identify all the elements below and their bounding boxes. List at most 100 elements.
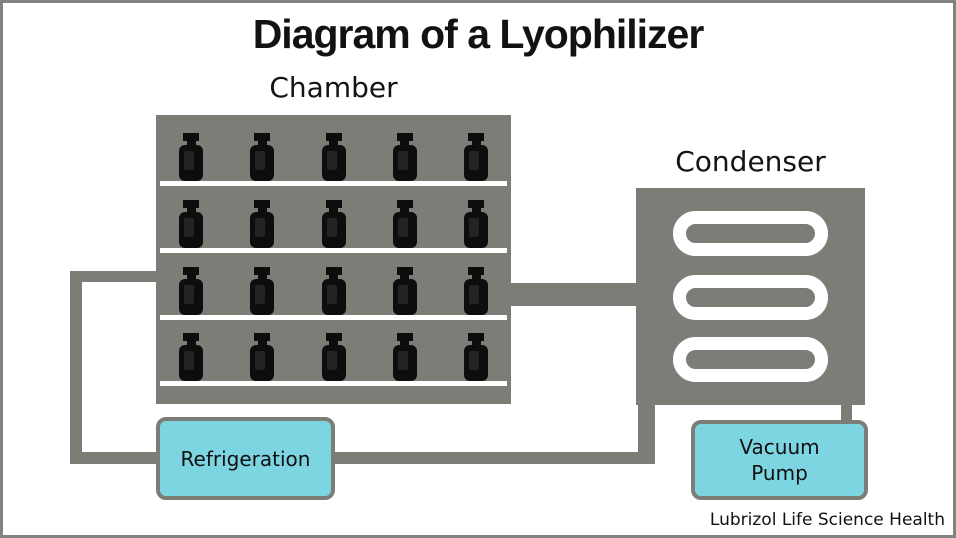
vial-body — [392, 212, 417, 248]
vial-neck — [257, 141, 267, 145]
vial-body — [392, 145, 417, 181]
vial-neck — [186, 341, 196, 345]
vial-body — [250, 279, 275, 315]
chamber-box — [156, 115, 511, 404]
condenser-coil-icon — [673, 275, 828, 320]
vial-cap — [254, 333, 271, 341]
vial-icon — [392, 133, 418, 181]
condenser-label: Condenser — [675, 145, 826, 178]
vial-neck — [471, 141, 481, 145]
vial-icon — [178, 333, 204, 381]
vial-neck — [471, 341, 481, 345]
refrigeration-box: Refrigeration — [156, 417, 335, 500]
vial-icon — [321, 267, 347, 315]
vial-body — [250, 212, 275, 248]
condenser-coil-icon — [673, 337, 828, 382]
vial-neck — [471, 208, 481, 212]
vial-cap — [468, 333, 484, 341]
vacuum-pump-label-line1: Vacuum — [739, 435, 820, 459]
vial-body — [464, 279, 488, 315]
vial-neck — [186, 208, 196, 212]
vial-icon — [178, 133, 204, 181]
vial-neck — [400, 275, 410, 279]
vial-body — [179, 145, 203, 181]
vial-icon — [249, 133, 275, 181]
vial-body — [321, 345, 346, 381]
vial-body — [250, 345, 275, 381]
vial-body — [179, 279, 203, 315]
vial-cap — [396, 133, 413, 141]
vial-cap — [183, 333, 199, 341]
pipe-left-loop-vertical — [70, 271, 82, 464]
refrigeration-label: Refrigeration — [180, 446, 311, 471]
vial-body — [250, 145, 275, 181]
vial-body — [392, 279, 417, 315]
vial-icon — [463, 333, 489, 381]
vial-body — [179, 212, 203, 248]
vial-cap — [325, 200, 342, 208]
vial-neck — [400, 208, 410, 212]
vial-cap — [468, 133, 484, 141]
chamber-shelf — [160, 315, 507, 320]
vial-cap — [325, 333, 342, 341]
vial-row — [178, 200, 489, 248]
vial-body — [321, 279, 346, 315]
vial-neck — [400, 141, 410, 145]
vial-icon — [321, 133, 347, 181]
vial-row — [178, 333, 489, 381]
vial-cap — [325, 267, 342, 275]
vial-icon — [392, 267, 418, 315]
vial-icon — [463, 200, 489, 248]
vial-icon — [463, 133, 489, 181]
pipe-condenser-to-vacuum-pump — [841, 401, 852, 426]
vial-cap — [183, 133, 199, 141]
vial-body — [321, 145, 346, 181]
pipe-condenser-left-down — [638, 401, 655, 464]
vial-neck — [329, 141, 338, 145]
vial-neck — [329, 341, 338, 345]
vial-cap — [396, 267, 413, 275]
chamber-shelf — [160, 248, 507, 253]
vial-cap — [183, 267, 199, 275]
vial-body — [464, 345, 488, 381]
vial-body — [464, 145, 488, 181]
vial-neck — [186, 141, 196, 145]
vial-neck — [186, 275, 196, 279]
page-title: Diagram of a Lyophilizer — [252, 11, 705, 57]
vial-body — [179, 345, 203, 381]
vial-cap — [396, 333, 413, 341]
vial-cap — [468, 200, 484, 208]
vial-icon — [178, 200, 204, 248]
vacuum-pump-label-line2: Pump — [751, 461, 808, 485]
vial-body — [321, 212, 346, 248]
vial-icon — [321, 333, 347, 381]
vial-body — [464, 212, 488, 248]
vial-icon — [392, 200, 418, 248]
vial-icon — [249, 200, 275, 248]
vial-cap — [325, 133, 342, 141]
vial-neck — [257, 275, 267, 279]
vial-cap — [183, 200, 199, 208]
vacuum-pump-box: Vacuum Pump — [691, 420, 868, 500]
vial-neck — [257, 341, 267, 345]
vial-row — [178, 267, 489, 315]
condenser-box — [636, 188, 865, 405]
vial-neck — [329, 208, 338, 212]
pipe-left-loop-top — [70, 271, 162, 282]
vial-icon — [249, 267, 275, 315]
chamber-shelf — [160, 381, 507, 386]
pipe-chamber-to-condenser — [503, 283, 643, 306]
vial-cap — [254, 200, 271, 208]
brand-text: Lubrizol Life Science Health — [709, 510, 945, 530]
vial-body — [392, 345, 417, 381]
condenser-coil-icon — [673, 211, 828, 256]
vial-neck — [257, 208, 267, 212]
vial-cap — [254, 133, 271, 141]
vial-icon — [463, 267, 489, 315]
chamber-label: Chamber — [269, 71, 398, 104]
vial-neck — [471, 275, 481, 279]
vial-icon — [249, 333, 275, 381]
vial-neck — [400, 341, 410, 345]
vial-icon — [321, 200, 347, 248]
